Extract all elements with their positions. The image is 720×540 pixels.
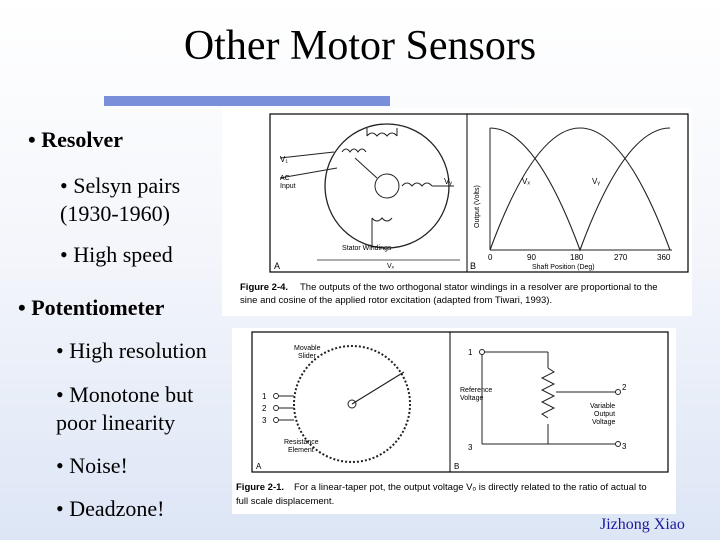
tick-90: 90 (527, 253, 536, 262)
label-slider: Slider (298, 353, 317, 360)
pot-label-b: B (454, 462, 459, 471)
schematic-pin-output: 2 (622, 383, 627, 392)
bullet-high-speed: • High speed (60, 242, 173, 267)
label-vy: Vᵧ (444, 177, 452, 186)
potentiometer-diagram-svg: 1 2 3 Movable Slider Resistance Element … (236, 331, 669, 507)
curve-vx (489, 127, 671, 251)
label-element: Element (288, 447, 314, 454)
schematic-pin-top: 1 (468, 348, 473, 357)
resolver-frame (269, 113, 689, 273)
stator-winding-bottom (371, 217, 393, 248)
tick-0: 0 (488, 253, 493, 262)
tick-270: 270 (614, 253, 628, 262)
bullet-resolver: • Resolver (28, 127, 124, 152)
bullet-selsyn-line2: (1930-1960) (60, 201, 170, 226)
left-terminals (273, 393, 294, 423)
pot-caption-label: Figure 2-1. (236, 482, 284, 493)
rotor-winding (279, 148, 378, 179)
bullet-potentiometer: • Potentiometer (18, 295, 165, 320)
label-panel-a: A (274, 261, 280, 271)
label-var-voltage: Voltage (592, 419, 615, 426)
node-output (615, 389, 621, 395)
stator-ring (324, 123, 450, 249)
pin-left-1: 1 (262, 392, 267, 401)
bullet-deadzone: • Deadzone! (56, 496, 165, 521)
schematic-wiring (481, 351, 618, 445)
bullet-selsyn-line1: • Selsyn pairs (60, 173, 181, 198)
plot-ylabel: Output (Volts) (474, 185, 481, 228)
label-movable: Movable (294, 345, 321, 352)
pot-frame (251, 331, 669, 473)
bullet-monotone-line2: poor linearity (56, 410, 176, 435)
node-top (479, 349, 485, 355)
label-resistance: Resistance (284, 439, 319, 446)
tick-180: 180 (570, 253, 584, 262)
author-name: Jizhong Xiao (600, 516, 685, 533)
node-bottom-right (615, 441, 621, 447)
bullet-noise: • Noise! (56, 453, 128, 478)
label-variable: Variable (590, 403, 615, 410)
label-input: Input (280, 183, 296, 190)
label-panel-b: B (470, 261, 476, 271)
label-stator-windings: Stator Windings (342, 245, 392, 252)
plot-x-ticks: 0 90 180 270 360 (488, 253, 671, 262)
potentiometer-figure: 1 2 3 Movable Slider Resistance Element … (232, 328, 676, 514)
tick-360: 360 (657, 253, 671, 262)
pot-caption-line2: full scale displacement. (236, 496, 334, 507)
schematic-pin-bottom: 3 (468, 443, 473, 452)
stator-winding-right (401, 182, 454, 187)
resolver-figure: V₁ AC Input Vᵧ Stator Windings Vₓ A B Ou… (222, 108, 692, 316)
curve-vy (489, 127, 671, 252)
label-vx: Vₓ (387, 263, 395, 270)
label-ac: AC (280, 175, 290, 182)
resolver-caption-line1: The outputs of the two orthogonal stator… (300, 282, 658, 293)
label-reference: Reference (460, 387, 492, 394)
curve-label-vy: Vᵧ (592, 177, 600, 186)
stator-winding-top (366, 128, 398, 137)
schematic-pin-bottom-right: 3 (622, 442, 627, 451)
resolver-caption-line2: sine and cosine of the applied rotor exc… (240, 295, 552, 306)
pin-left-2: 2 (262, 404, 267, 413)
bullet-monotone-line1: • Monotone but (56, 382, 194, 407)
bullet-high-resolution: • High resolution (56, 338, 207, 363)
pot-caption-line1: For a linear-taper pot, the output volta… (294, 482, 647, 493)
curve-label-vx: Vₓ (522, 177, 530, 186)
resolver-diagram-svg: V₁ AC Input Vᵧ Stator Windings Vₓ A B Ou… (240, 113, 689, 306)
pot-label-a: A (256, 462, 262, 471)
slide-title: Other Motor Sensors (183, 23, 537, 69)
label-v1: V₁ (280, 155, 288, 164)
label-ref-voltage: Voltage (460, 395, 483, 402)
title-underline-bar (104, 96, 390, 106)
pin-left-3: 3 (262, 416, 267, 425)
slider-arm (351, 371, 405, 405)
resolver-caption-label: Figure 2-4. (240, 282, 288, 293)
resistance-element (293, 345, 411, 463)
plot-xlabel: Shaft Position (Deg) (532, 264, 595, 271)
label-var-output: Output (594, 411, 615, 418)
rotor-hub (374, 173, 400, 199)
